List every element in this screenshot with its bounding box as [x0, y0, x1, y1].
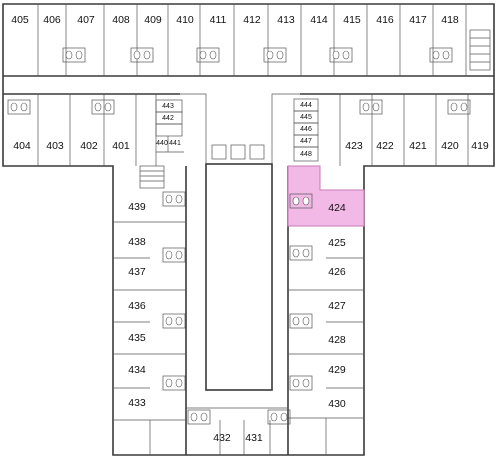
room-label-442: 442: [162, 115, 174, 122]
north-room-dividers: [37, 4, 467, 76]
room-label-421: 421: [409, 140, 427, 152]
room-label-428: 428: [328, 334, 346, 346]
bathroom-icon-14: [187, 409, 211, 425]
room-label-401: 401: [112, 140, 130, 152]
bathroom-icon-5: [429, 47, 453, 63]
room-label-438: 438: [128, 236, 146, 248]
room-label-430: 430: [328, 398, 346, 410]
room-label-437: 437: [128, 266, 146, 278]
room-label-423: 423: [345, 140, 363, 152]
central-courtyard: [205, 163, 273, 391]
lobby-wall-west: [180, 93, 207, 164]
bathroom-icon-2: [196, 47, 220, 63]
bathroom-icon-13: [162, 375, 186, 391]
bathroom-icon-0: [62, 47, 86, 63]
room-label-414: 414: [310, 14, 328, 26]
room-label-402: 402: [80, 140, 98, 152]
room-label-435: 435: [128, 332, 146, 344]
room-label-433: 433: [128, 397, 146, 409]
room-label-431: 431: [245, 432, 263, 444]
bathroom-fixtures: [7, 47, 471, 425]
room-label-418: 418: [441, 14, 459, 26]
outer-wall: [2, 3, 495, 456]
bathroom-icon-7: [91, 99, 115, 115]
north-south-row-dividers: [37, 94, 469, 166]
room-label-432: 432: [213, 432, 231, 444]
bathroom-icon-1: [130, 47, 154, 63]
room-label-427: 427: [328, 300, 346, 312]
room-label-411: 411: [210, 14, 227, 26]
room-label-422: 422: [376, 140, 394, 152]
bathroom-icon-11: [162, 247, 186, 263]
south-west-room-dividers: [113, 221, 186, 421]
elevators: [211, 144, 265, 160]
bathroom-icon-16: [289, 245, 313, 261]
room-label-445: 445: [300, 114, 312, 121]
room-label-417: 417: [409, 14, 427, 26]
room-label-425: 425: [328, 237, 346, 249]
room-label-424: 424: [328, 202, 346, 214]
south-east-room-dividers: [288, 225, 364, 419]
bathroom-icon-6: [7, 99, 31, 115]
room-label-447: 447: [300, 138, 312, 145]
bathroom-icon-17: [289, 313, 313, 329]
room-label-448: 448: [300, 151, 312, 158]
room-label-419: 419: [471, 140, 489, 152]
bathroom-icon-9: [447, 99, 471, 115]
east-core-small-rooms: [293, 98, 319, 162]
bathroom-icon-10: [162, 191, 186, 207]
room-label-416: 416: [376, 14, 394, 26]
stairs: [139, 29, 491, 189]
room-label-403: 403: [46, 140, 64, 152]
room-label-409: 409: [144, 14, 162, 26]
room-label-446: 446: [300, 126, 312, 133]
bathroom-icon-15: [289, 193, 313, 209]
room-label-443: 443: [162, 103, 174, 110]
room-label-407: 407: [77, 14, 95, 26]
bathroom-icon-19: [267, 409, 291, 425]
room-label-429: 429: [328, 364, 346, 376]
room-label-406: 406: [43, 14, 61, 26]
room-label-404: 404: [13, 140, 31, 152]
room-label-415: 415: [343, 14, 361, 26]
lobby-wall-east: [271, 93, 300, 164]
room-label-444: 444: [300, 102, 312, 109]
room-label-412: 412: [243, 14, 261, 26]
bathroom-icon-8: [359, 99, 383, 115]
building-walls: [2, 3, 495, 456]
room-label-439: 439: [128, 201, 146, 213]
room-label-440: 440: [156, 140, 168, 147]
room-label-436: 436: [128, 300, 146, 312]
bathroom-icon-3: [263, 47, 287, 63]
bathroom-icon-18: [289, 375, 313, 391]
bathroom-icon-4: [329, 47, 353, 63]
room-label-413: 413: [277, 14, 295, 26]
room-label-420: 420: [441, 140, 459, 152]
room-424-highlight[interactable]: [287, 165, 365, 227]
room-label-410: 410: [176, 14, 194, 26]
room-label-426: 426: [328, 266, 346, 278]
room-label-441: 441: [169, 140, 181, 147]
room-label-408: 408: [112, 14, 130, 26]
south-end-rooms: [149, 407, 327, 455]
room-label-405: 405: [11, 14, 29, 26]
bathroom-icon-12: [162, 313, 186, 329]
room-labels: 405 406 407 408 409 410 411 412 413 414 415 416 417 4…: [11, 14, 489, 444]
west-core-small-rooms: [155, 99, 184, 153]
room-label-434: 434: [128, 364, 146, 376]
